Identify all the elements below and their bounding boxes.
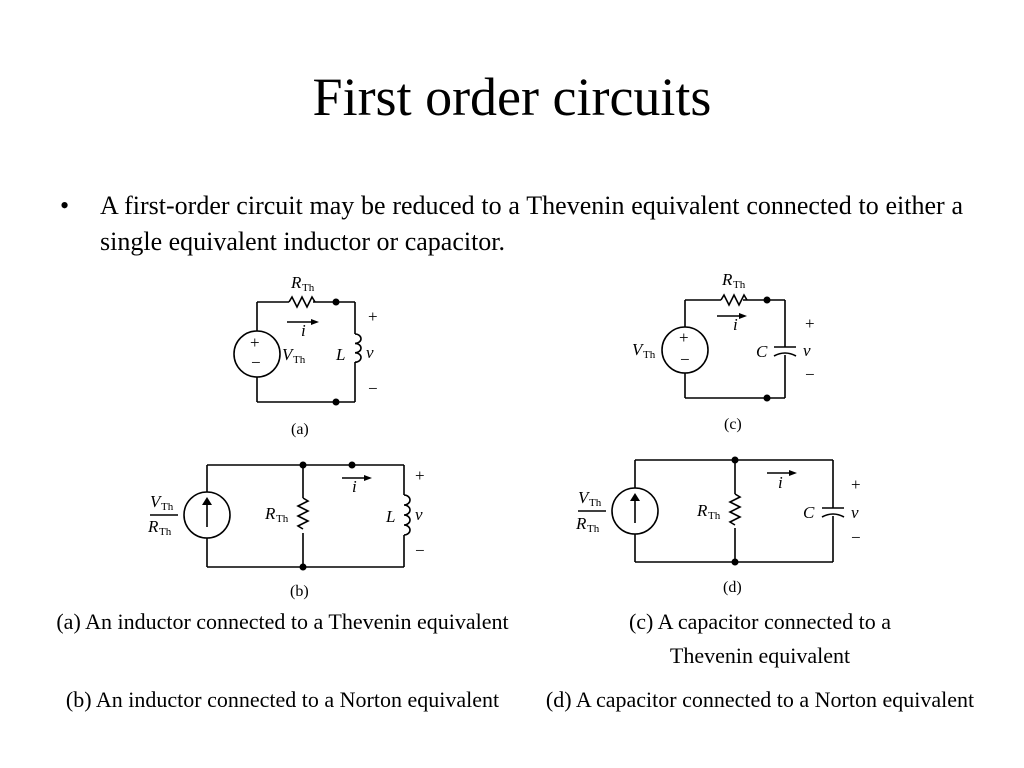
rth-den-label: R — [147, 517, 159, 536]
vth-label: V — [632, 340, 645, 359]
vplus-label: + — [415, 466, 425, 485]
vminus-label: − — [368, 379, 378, 398]
current-label: i — [733, 315, 738, 334]
vth-sub: Th — [589, 497, 602, 509]
rth-sub: Th — [733, 279, 746, 291]
caption-a: (a) An inductor connected to a Thevenin … — [56, 609, 509, 634]
vth-label: V — [282, 345, 295, 364]
current-label: i — [301, 321, 306, 340]
vth-sub: Th — [161, 501, 174, 513]
inductor-label: L — [335, 345, 345, 364]
vplus-label: + — [805, 314, 815, 333]
vminus-label: − — [851, 528, 861, 547]
voltage-label: v — [415, 505, 423, 524]
rth-label: R — [290, 273, 302, 292]
voltage-label: v — [803, 341, 811, 360]
tag-c: (c) — [724, 416, 742, 433]
vth-minus: − — [251, 353, 261, 372]
vth-sub: Th — [293, 354, 306, 366]
vplus-label: + — [851, 475, 861, 494]
vth-label: V — [150, 492, 163, 511]
rth-den-label: R — [575, 514, 587, 533]
rth-label: R — [696, 501, 708, 520]
rth-label: R — [264, 504, 276, 523]
vminus-label: − — [415, 541, 425, 560]
vth-minus: − — [680, 350, 690, 369]
bullet-dot: • — [60, 191, 70, 220]
caption-c: (c) A capacitor connected to a Thevenin … — [628, 609, 892, 668]
rth-sub: Th — [708, 510, 721, 522]
voltage-label: v — [851, 503, 859, 522]
vth-plus: + — [679, 328, 689, 347]
capacitor-label: C — [756, 342, 768, 361]
circuit-a-thevenin-inductor: + − V Th R Th i L + v − (a) — [233, 273, 378, 438]
tag-d: (d) — [723, 579, 742, 596]
voltage-label: v — [366, 343, 374, 362]
caption-b: (b) An inductor connected to a Norton eq… — [65, 687, 500, 712]
rth-den-sub: Th — [159, 526, 172, 538]
vth-label: V — [578, 488, 591, 507]
rth-sub: Th — [302, 282, 315, 294]
vth-sub: Th — [643, 349, 656, 361]
tag-b: (b) — [290, 583, 309, 600]
caption-d: (d) A capacitor connected to a Norton eq… — [545, 687, 975, 712]
rth-label: R — [721, 270, 733, 289]
circuit-b-norton-inductor: V Th R Th R Th i L + v − (b) — [147, 461, 425, 600]
vth-plus: + — [250, 333, 260, 352]
inductor-label: L — [385, 507, 395, 526]
vminus-label: − — [805, 365, 815, 384]
rth-sub: Th — [276, 513, 289, 525]
circuit-c-thevenin-capacitor: + − V Th R Th i C + v − (c) — [632, 270, 815, 433]
vplus-label: + — [368, 307, 378, 326]
tag-a: (a) — [291, 421, 309, 438]
bullet-text: A first-order circuit may be reduced to … — [100, 191, 963, 256]
current-label: i — [778, 473, 783, 492]
rth-den-sub: Th — [587, 523, 600, 535]
capacitor-label: C — [803, 503, 815, 522]
slide-title: First order circuits — [312, 67, 712, 127]
circuit-d-norton-capacitor: V Th R Th R Th i C + v − (d) — [575, 456, 861, 596]
current-label: i — [352, 477, 357, 496]
